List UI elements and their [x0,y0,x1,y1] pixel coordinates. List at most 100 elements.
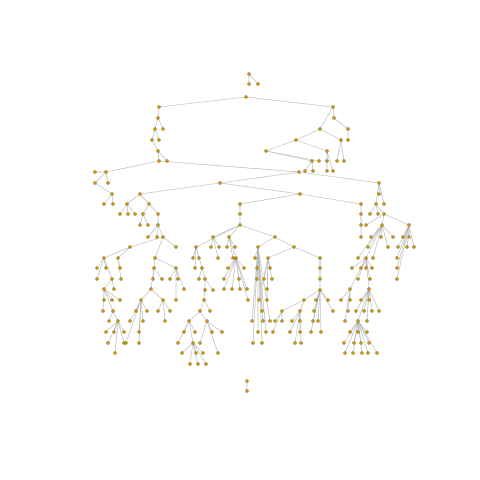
tree-node [182,287,186,291]
tree-node [280,319,284,323]
tree-node [396,245,400,249]
tree-node [251,341,255,345]
tree-node [298,309,302,313]
tree-node [245,379,249,383]
tree-node [364,256,368,260]
tree-edge [408,224,415,248]
tree-node [203,277,207,281]
tree-node [116,319,120,323]
tree-node [356,256,360,260]
tree-node [309,330,313,334]
tree-edge [117,246,131,259]
tree-edge [333,117,349,130]
tree-edge [235,257,245,269]
tree-edge [157,150,168,162]
tree-edge [228,236,237,259]
tree-node [312,309,316,313]
tree-edge [204,278,214,291]
tree-node [311,319,315,323]
tree-node [147,202,151,206]
tree-node [359,223,363,227]
tree-node [374,202,378,206]
tree-edge [257,246,271,322]
tree-edge [267,246,295,259]
tree-node [176,341,180,345]
tree-node [395,277,399,281]
tree-edge [103,193,113,205]
tree-edge [117,320,125,344]
tree-node [247,72,251,76]
tree-edge [299,299,305,312]
tree-node [187,319,191,323]
tree-node [211,235,215,239]
tree-node [256,82,260,86]
tree-node [106,181,110,185]
tree-edge [383,213,410,226]
tree-node [257,298,261,302]
tree-node [138,192,142,196]
tree-edge [188,310,201,322]
tree-node [242,266,246,270]
tree-node [102,202,106,206]
tree-edge [257,246,267,333]
tree-node [174,298,178,302]
tree-node [298,319,302,323]
tree-node [208,309,212,313]
tree-node [193,330,197,334]
tree-node [365,330,369,334]
tree-edges [94,73,415,391]
tree-edge [192,246,197,259]
tree-edge [154,117,159,130]
tree-node [157,138,161,142]
tree-node [319,330,323,334]
tree-node [141,319,145,323]
tree-edge [245,96,334,108]
tree-node [292,245,296,249]
tree-edge [274,310,283,322]
tree-edge [157,299,164,312]
tree-node [155,235,159,239]
tree-edge [239,224,276,238]
tree-node [310,159,314,163]
tree-node [370,266,374,270]
tree-edge [158,160,300,173]
tree-edge [381,224,394,238]
tree-node [255,277,259,281]
tree-edge [289,310,301,333]
tree-node [314,298,318,302]
tree-edge [108,310,114,322]
tree-node [266,256,270,260]
tree-edge [365,224,383,259]
tree-node [377,192,381,196]
tree-edge [151,128,156,141]
tree-node [149,287,153,291]
tree-edge [129,236,164,248]
tree-node [250,319,254,323]
tree-node [339,298,343,302]
tree-node [201,351,205,355]
tree-node [225,245,229,249]
tree-edge [340,139,345,162]
tree-node [346,309,350,313]
tree-node [298,192,302,196]
tree-node [161,235,165,239]
tree-edge [219,171,300,184]
tree-node [216,351,220,355]
tree-node [238,212,242,216]
tree-edge [94,182,113,195]
tree-node [156,223,160,227]
tree-node [382,202,386,206]
tree-node [156,212,160,216]
tree-edge [157,106,160,119]
tree-node [156,149,160,153]
tree-edge [235,257,249,301]
tree-edge [396,224,410,280]
tree-node [104,170,108,174]
tree-node [326,298,330,302]
tree-node [346,138,350,142]
tree-node [204,362,208,366]
tree-edge [156,224,159,238]
tree-node [376,212,380,216]
tree-edge [303,289,321,301]
tree-edge [154,128,160,141]
